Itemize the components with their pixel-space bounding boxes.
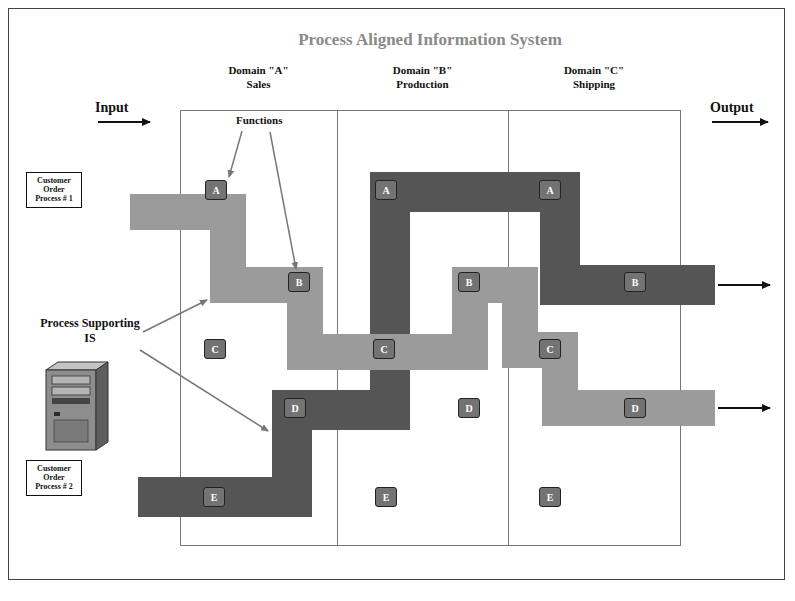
function-box: B	[458, 272, 480, 292]
function-letter: A	[546, 185, 553, 196]
function-letter: D	[631, 403, 638, 414]
callout-label: Functions	[236, 114, 282, 126]
function-box: E	[203, 487, 225, 507]
domain-column: Domain "C"ShippingABCDE	[508, 110, 680, 545]
function-letter: B	[466, 277, 473, 288]
function-box: B	[288, 272, 310, 292]
function-box: D	[624, 398, 646, 418]
function-letter: C	[380, 344, 387, 355]
leader-line	[229, 131, 242, 177]
function-letter: E	[211, 492, 218, 503]
function-letter: B	[296, 277, 303, 288]
leader-line	[270, 132, 296, 269]
function-box: B	[624, 272, 646, 292]
domain-heading: Domain "B"Production	[337, 63, 508, 92]
function-box: C	[373, 339, 395, 359]
domain-divider	[337, 110, 338, 545]
computer-icon	[46, 362, 108, 450]
function-letter: A	[382, 185, 389, 196]
function-box: C	[539, 339, 561, 359]
function-box: A	[375, 180, 397, 200]
domain-function: Shipping	[508, 77, 680, 91]
leader-line	[140, 350, 268, 431]
function-letter: D	[291, 403, 298, 414]
output-arrow	[718, 284, 770, 286]
function-letter: B	[632, 277, 639, 288]
process-band	[130, 212, 715, 408]
order-text: Customer Order Process # 1	[30, 176, 78, 204]
domain-heading: Domain "C"Shipping	[508, 63, 680, 92]
function-box: D	[458, 398, 480, 418]
domain-name: Domain "C"	[508, 63, 680, 77]
domain-name: Domain "A"	[180, 63, 337, 77]
function-letter: E	[383, 492, 390, 503]
domain-heading: Domain "A"Sales	[180, 63, 337, 92]
function-letter: A	[212, 185, 219, 196]
function-box: C	[204, 339, 226, 359]
output-arrow	[718, 407, 770, 409]
order-box: Customer Order Process # 2	[26, 460, 82, 496]
output-arrow	[712, 121, 768, 123]
frame	[9, 9, 785, 580]
function-letter: D	[465, 403, 472, 414]
domain-column: Domain "A"SalesABCDE	[180, 110, 337, 545]
domain-function: Production	[337, 77, 508, 91]
flow-label: Input	[95, 100, 128, 116]
function-box: E	[539, 487, 561, 507]
function-letter: E	[547, 492, 554, 503]
function-letter: C	[211, 344, 218, 355]
domain-name: Domain "B"	[337, 63, 508, 77]
leader-line	[143, 300, 207, 332]
function-box: A	[539, 180, 561, 200]
function-box: D	[284, 398, 306, 418]
callout-label: Process Supporting IS	[38, 316, 142, 346]
flow-label: Output	[710, 100, 754, 116]
function-box: A	[205, 180, 227, 200]
diagram-title: Process Aligned Information System	[215, 30, 645, 50]
order-box: Customer Order Process # 1	[26, 172, 82, 208]
domain-function: Sales	[180, 77, 337, 91]
input-arrow	[98, 121, 150, 123]
order-text: Customer Order Process # 2	[30, 464, 78, 492]
function-letter: C	[546, 344, 553, 355]
function-box: E	[375, 487, 397, 507]
domain-column: Domain "B"ProductionABCDE	[337, 110, 508, 545]
